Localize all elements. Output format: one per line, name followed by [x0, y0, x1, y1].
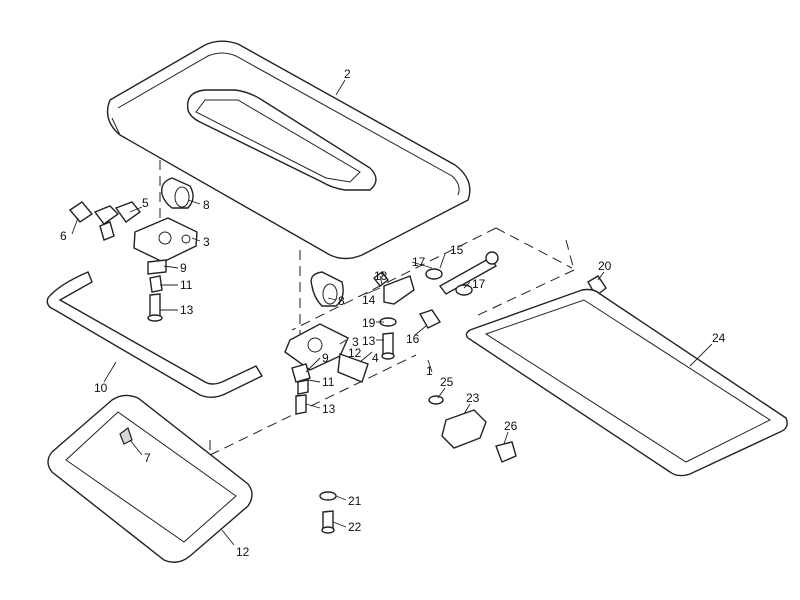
callout-8: 8: [338, 294, 345, 308]
callout-7: 7: [144, 451, 151, 465]
callout-6: 6: [60, 229, 67, 243]
callout-9: 9: [322, 351, 329, 365]
callout-3: 3: [203, 235, 210, 249]
frame-outline: [159, 160, 575, 456]
callout-3: 3: [352, 335, 359, 349]
callout-8: 8: [203, 198, 210, 212]
callout-23: 23: [466, 391, 480, 405]
seat-cover-part: [106, 40, 471, 260]
callout-15: 15: [450, 243, 464, 257]
storage-frame-part: [47, 394, 253, 563]
callout-22: 22: [348, 520, 362, 534]
latch-hardware: [379, 251, 499, 360]
callout-26: 26: [504, 419, 518, 433]
callout-17: 17: [412, 255, 426, 269]
callout-17: 17: [472, 277, 486, 291]
callout-12: 12: [236, 545, 250, 559]
callout-4: 4: [372, 351, 379, 365]
callout-20: 20: [598, 259, 612, 273]
callout-1: 1: [426, 364, 433, 378]
callout-25: 25: [440, 375, 454, 389]
callout-14: 14: [362, 293, 376, 307]
callout-13: 13: [322, 402, 336, 416]
callout-13: 13: [180, 303, 194, 317]
lock-assembly-left: [68, 177, 198, 322]
callout-2: 2: [344, 67, 351, 81]
tray-frame-part: [465, 288, 788, 477]
callout-11: 11: [180, 278, 193, 292]
callout-10: 10: [94, 381, 108, 395]
callout-18: 18: [374, 269, 388, 283]
callout-11: 11: [322, 375, 335, 389]
lock-assembly-center: [284, 271, 415, 415]
callout-labels: 1 2 3 3 4 5 6 7 8 8 9 9 10 11 11 12 12 1…: [60, 67, 726, 559]
callout-13: 13: [362, 334, 376, 348]
leader-lines: [71, 79, 713, 546]
callout-9: 9: [180, 261, 187, 275]
callout-24: 24: [712, 331, 726, 345]
latch-plate-part: [428, 395, 517, 463]
callout-19: 19: [362, 316, 376, 330]
gasket-seal-part: [46, 271, 263, 398]
callout-5: 5: [142, 196, 149, 210]
bolt-washer-part: [319, 491, 337, 534]
callout-12: 12: [348, 346, 362, 360]
callout-16: 16: [406, 332, 420, 346]
callout-21: 21: [348, 494, 362, 508]
